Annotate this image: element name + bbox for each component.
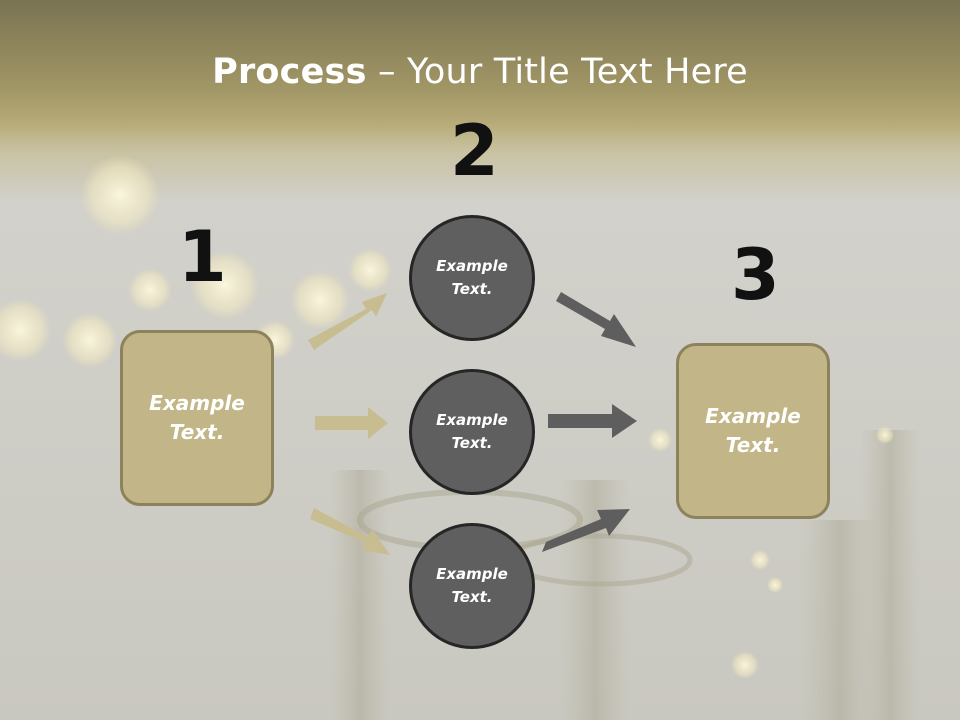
step-number-3: 3 [731,234,780,316]
left-box-line1: Example [149,391,245,415]
circle-middle-line1: Example [436,411,508,429]
left-box-line2: Text. [169,420,225,444]
arrow-bottom-to-right [542,509,630,552]
circle-bottom-line1: Example [436,565,508,583]
arrow-left-to-bottom [310,508,390,555]
title-rest: – Your Title Text Here [366,52,748,92]
circle-top-line1: Example [436,257,508,275]
process-circle-bottom: Example Text. [409,523,535,649]
circle-top-line2: Text. [451,280,493,298]
process-circle-middle: Example Text. [409,369,535,495]
step-number-2: 2 [450,110,499,192]
arrow-left-to-top [308,293,387,350]
title-bold: Process [212,52,367,92]
arrow-left-to-middle [315,407,388,439]
right-box-line1: Example [705,404,801,428]
left-process-box: Example Text. [120,330,274,506]
circle-middle-line2: Text. [451,434,493,452]
process-circle-top: Example Text. [409,215,535,341]
right-box-line2: Text. [725,433,781,457]
right-process-box: Example Text. [676,343,830,519]
circle-bottom-line2: Text. [451,588,493,606]
arrow-middle-to-right [548,404,637,438]
step-number-1: 1 [178,216,227,298]
slide-title: Process – Your Title Text Here [0,52,960,92]
arrow-top-to-right [556,292,636,347]
